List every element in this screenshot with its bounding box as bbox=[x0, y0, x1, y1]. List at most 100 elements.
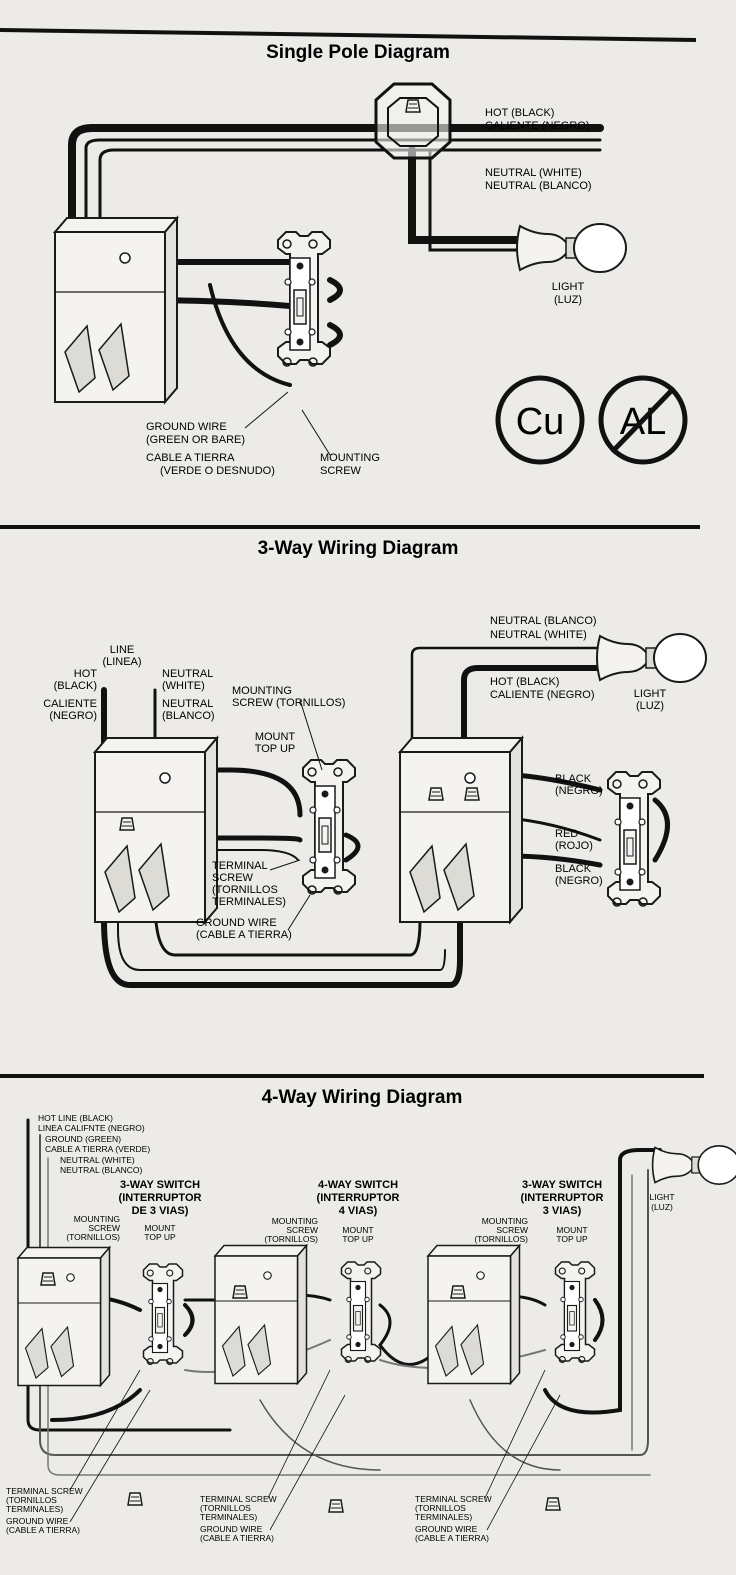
single-pole-wires bbox=[68, 124, 604, 387]
diagram-label: (TORNILLOS bbox=[200, 1503, 251, 1513]
diagram-label: GROUND WIRE bbox=[196, 917, 277, 929]
single-pole-switch bbox=[277, 231, 331, 367]
four-way-switch-2 bbox=[340, 1261, 382, 1364]
diagram-label: BLACK bbox=[555, 863, 592, 875]
four-way-box-2 bbox=[214, 1244, 308, 1385]
diagram-label: (INTERRUPTOR bbox=[317, 1192, 400, 1204]
diagram-label: BLACK bbox=[555, 773, 592, 785]
single-pole-title: Single Pole Diagram bbox=[266, 42, 450, 63]
diagram-label: CALIENTE (NEGRO) bbox=[485, 120, 590, 132]
four-way-switch-3 bbox=[554, 1261, 596, 1364]
four-way-box-1 bbox=[17, 1246, 111, 1387]
three-way-switch-left bbox=[302, 759, 356, 895]
cu-symbol-text: Cu bbox=[516, 401, 565, 443]
diagram-label: HOT (BLACK) bbox=[490, 676, 559, 688]
diagram-label: NEUTRAL (BLANCO) bbox=[490, 615, 597, 627]
diagram-label: GROUND (GREEN) bbox=[45, 1134, 121, 1144]
diagram-label: NEUTRAL bbox=[162, 668, 213, 680]
diagram-label: (INTERRUPTOR bbox=[119, 1192, 202, 1204]
diagram-label: (LINEA) bbox=[102, 656, 141, 668]
diagram-label: MOUNTING bbox=[232, 685, 292, 697]
diagram-label: (LUZ) bbox=[636, 700, 664, 712]
diagram-label: (TORNILLOS bbox=[415, 1503, 466, 1513]
diagram-label: TERMINALES) bbox=[200, 1512, 257, 1522]
light-bulb-four-way bbox=[651, 1145, 736, 1185]
diagram-label: RED bbox=[555, 828, 578, 840]
diagram-label: (NEGRO) bbox=[555, 875, 603, 887]
diagram-label: (CABLE A TIERRA) bbox=[196, 929, 292, 941]
diagram-label: (ROJO) bbox=[555, 840, 593, 852]
diagram-label: 3-WAY SWITCH bbox=[522, 1179, 602, 1191]
four-way-switch-1 bbox=[142, 1263, 184, 1366]
three-way-title: 3-Way Wiring Diagram bbox=[258, 538, 459, 559]
diagram-label: (NEGRO) bbox=[555, 785, 603, 797]
four-way-title: 4-Way Wiring Diagram bbox=[262, 1087, 463, 1108]
diagram-label: LINE bbox=[110, 644, 134, 656]
diagram-label: CALIENTE (NEGRO) bbox=[490, 689, 595, 701]
diagram-label: LIGHT bbox=[649, 1192, 674, 1202]
diagram-label: (TORNILLOS) bbox=[66, 1232, 120, 1242]
diagram-label: TERMINALES) bbox=[212, 896, 286, 908]
diagram-label: CALIENTE bbox=[43, 698, 97, 710]
junction-box bbox=[374, 82, 452, 160]
diagram-label: NEUTRAL (BLANCO) bbox=[60, 1165, 143, 1175]
diagram-label: MOUNTING bbox=[320, 452, 380, 464]
light-bulb-single bbox=[516, 223, 627, 273]
diagram-label: (TORNILLOS) bbox=[264, 1234, 318, 1244]
diagram-label: (CABLE A TIERRA) bbox=[6, 1525, 80, 1535]
diagram-label: NEUTRAL (WHITE) bbox=[490, 629, 587, 641]
diagram-label: GROUND WIRE bbox=[200, 1524, 263, 1534]
divider-top bbox=[0, 28, 697, 42]
diagram-label: TERMINAL bbox=[212, 860, 268, 872]
three-way-labels: LINE (LINEA) HOT (BLACK) CALIENTE (NEGRO… bbox=[43, 615, 666, 941]
diagram-label: CABLE A TIERRA bbox=[146, 452, 235, 464]
diagram-label: SCREW bbox=[212, 872, 254, 884]
four-way-box-3 bbox=[427, 1244, 521, 1385]
diagram-label: (TORNILLOS) bbox=[474, 1234, 528, 1244]
copper-only-symbol: Cu bbox=[495, 375, 585, 465]
diagram-label: CABLE A TIERRA (VERDE) bbox=[45, 1144, 150, 1154]
diagram-label: (TORNILLOS bbox=[6, 1495, 57, 1505]
diagram-label: MOUNT bbox=[255, 731, 296, 743]
single-pole-labels: HOT (BLACK) CALIENTE (NEGRO) NEUTRAL (WH… bbox=[146, 107, 592, 477]
diagram-label: TERMINAL SCREW bbox=[6, 1486, 83, 1496]
diagram-label: (BLANCO) bbox=[162, 710, 215, 722]
diagram-label: GROUND WIRE bbox=[415, 1524, 478, 1534]
diagram-label: MOUNTING bbox=[482, 1216, 528, 1226]
diagram-label: TERMINAL SCREW bbox=[415, 1494, 492, 1504]
diagram-label: LIGHT bbox=[634, 688, 667, 700]
diagram-label: TOP UP bbox=[556, 1234, 588, 1244]
three-way-switch-right bbox=[607, 771, 661, 907]
diagram-label: TOP UP bbox=[255, 743, 296, 755]
diagram-label: HOT (BLACK) bbox=[485, 107, 554, 119]
diagram-label: TERMINALES) bbox=[415, 1512, 472, 1522]
diagram-label: 3-WAY SWITCH bbox=[120, 1179, 200, 1191]
diagram-label: MOUNT bbox=[342, 1225, 373, 1235]
diagram-label: (CABLE A TIERRA) bbox=[415, 1533, 489, 1543]
four-way-labels: HOT LINE (BLACK) LINEA CALIFNTE (NEGRO) … bbox=[6, 1113, 675, 1543]
diagram-label: TERMINAL SCREW bbox=[200, 1494, 277, 1504]
three-way-box-left bbox=[94, 737, 218, 923]
diagram-label: (VERDE O DESNUDO) bbox=[160, 465, 275, 477]
diagram-label: TERMINALES) bbox=[6, 1504, 63, 1514]
diagram-label: (GREEN OR BARE) bbox=[146, 434, 245, 446]
diagram-label: GROUND WIRE bbox=[6, 1516, 69, 1526]
diagram-label: (LUZ) bbox=[554, 294, 582, 306]
diagram-label: DE 3 VIAS) bbox=[132, 1205, 189, 1217]
diagram-label: SCREW (TORNILLOS) bbox=[232, 697, 345, 709]
light-bulb-three-way bbox=[596, 633, 707, 683]
diagram-label: MOUNTING bbox=[74, 1214, 120, 1224]
diagram-label: NEUTRAL (WHITE) bbox=[485, 167, 582, 179]
diagram-label: TOP UP bbox=[144, 1232, 176, 1242]
diagram-label: (BLACK) bbox=[54, 680, 97, 692]
diagram-label: SCREW bbox=[286, 1225, 318, 1235]
diagram-label: SCREW bbox=[88, 1223, 120, 1233]
no-aluminum-symbol: AL bbox=[598, 375, 688, 465]
three-way-box-right bbox=[399, 737, 523, 923]
diagram-label: GROUND WIRE bbox=[146, 421, 227, 433]
diagram-label: TOP UP bbox=[342, 1234, 374, 1244]
diagram-label: HOT LINE (BLACK) bbox=[38, 1113, 113, 1123]
diagram-label: (WHITE) bbox=[162, 680, 205, 692]
